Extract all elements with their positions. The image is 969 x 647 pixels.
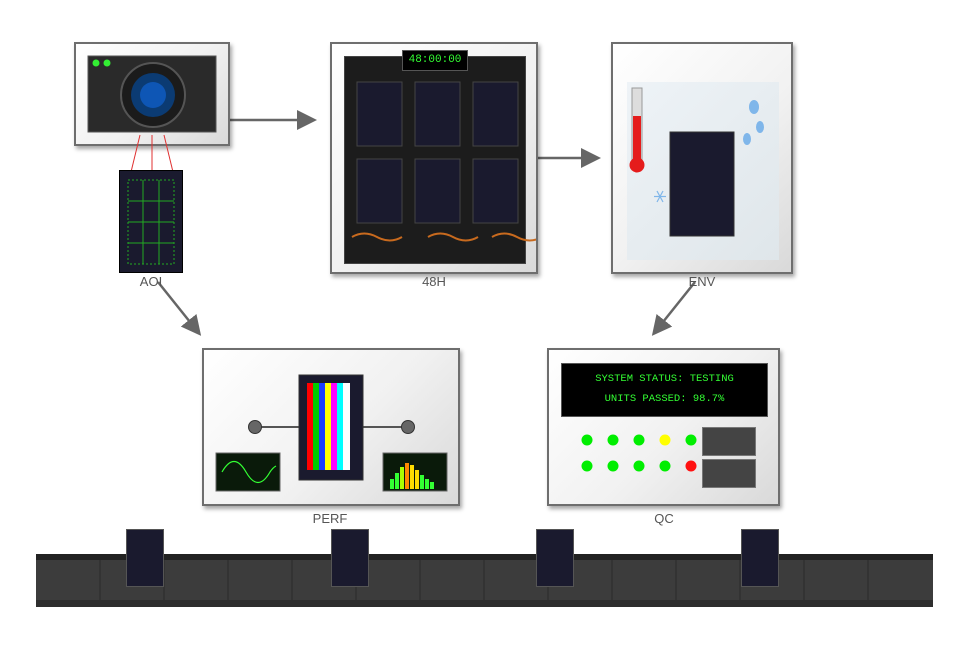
qc-status-led	[581, 460, 593, 472]
conveyor-top-rail	[36, 554, 933, 560]
qc-status-led	[633, 460, 645, 472]
water-droplet-icon	[743, 100, 764, 145]
heating-wave	[491, 232, 536, 242]
qc-status-led	[659, 460, 671, 472]
conveyor-segments	[99, 560, 869, 600]
sine-wave-monitor	[215, 452, 281, 492]
arrow-aoi-to-perf	[157, 281, 202, 336]
aoi-solar-panel	[119, 170, 183, 273]
probe-right	[401, 420, 415, 434]
qc-status-led	[685, 460, 697, 472]
qc-led-array	[581, 434, 697, 472]
heating-wave	[427, 232, 479, 242]
env-instruments	[629, 87, 764, 237]
aoi-inspection-grid	[127, 179, 175, 265]
qc-status-led	[607, 434, 619, 446]
perf-station[interactable]	[202, 348, 460, 506]
conveyor-panel	[126, 529, 164, 587]
heating-wave	[351, 232, 403, 242]
thermometer-icon	[629, 87, 645, 173]
perf-tester	[215, 374, 448, 492]
arrow-env-to-qc	[651, 281, 696, 336]
conveyor-panel	[331, 529, 369, 587]
conveyor-panel	[536, 529, 574, 587]
perf-label: PERF	[312, 511, 348, 526]
bar-histogram-monitor	[382, 452, 448, 492]
env-station[interactable]	[611, 42, 793, 274]
qc-station[interactable]: SYSTEM STATUS: TESTING UNITS PASSED: 98.…	[547, 348, 780, 506]
conveyor-bottom-rail	[36, 600, 933, 607]
env-label: ENV	[688, 274, 716, 289]
qc-status-led	[581, 434, 593, 446]
camera-icon	[87, 55, 217, 133]
qc-status-display: SYSTEM STATUS: TESTING UNITS PASSED: 98.…	[561, 363, 768, 417]
conveyor-panel	[741, 529, 779, 587]
qc-label: QC	[654, 511, 674, 526]
aoi-label: AOI	[139, 274, 163, 289]
qc-status-led	[685, 434, 697, 446]
qc-readout-top	[702, 427, 756, 456]
48h-station[interactable]: 48:00:00	[330, 42, 538, 274]
qc-status-line: SYSTEM STATUS: TESTING	[595, 373, 734, 385]
probe-left	[248, 420, 262, 434]
qc-units-line: UNITS PASSED: 98.7%	[604, 393, 725, 405]
snowflake-icon	[654, 190, 666, 203]
aoi-station[interactable]	[74, 42, 230, 146]
48h-label: 48H	[422, 274, 446, 289]
48h-timer-display: 48:00:00	[402, 50, 468, 71]
conveyor-belt	[36, 554, 933, 607]
env-solar-panel	[669, 131, 735, 237]
48h-panel-grid	[351, 81, 536, 242]
qc-status-led	[607, 460, 619, 472]
qc-readout-bottom	[702, 459, 756, 488]
qc-status-led	[633, 434, 645, 446]
qc-status-led	[659, 434, 671, 446]
